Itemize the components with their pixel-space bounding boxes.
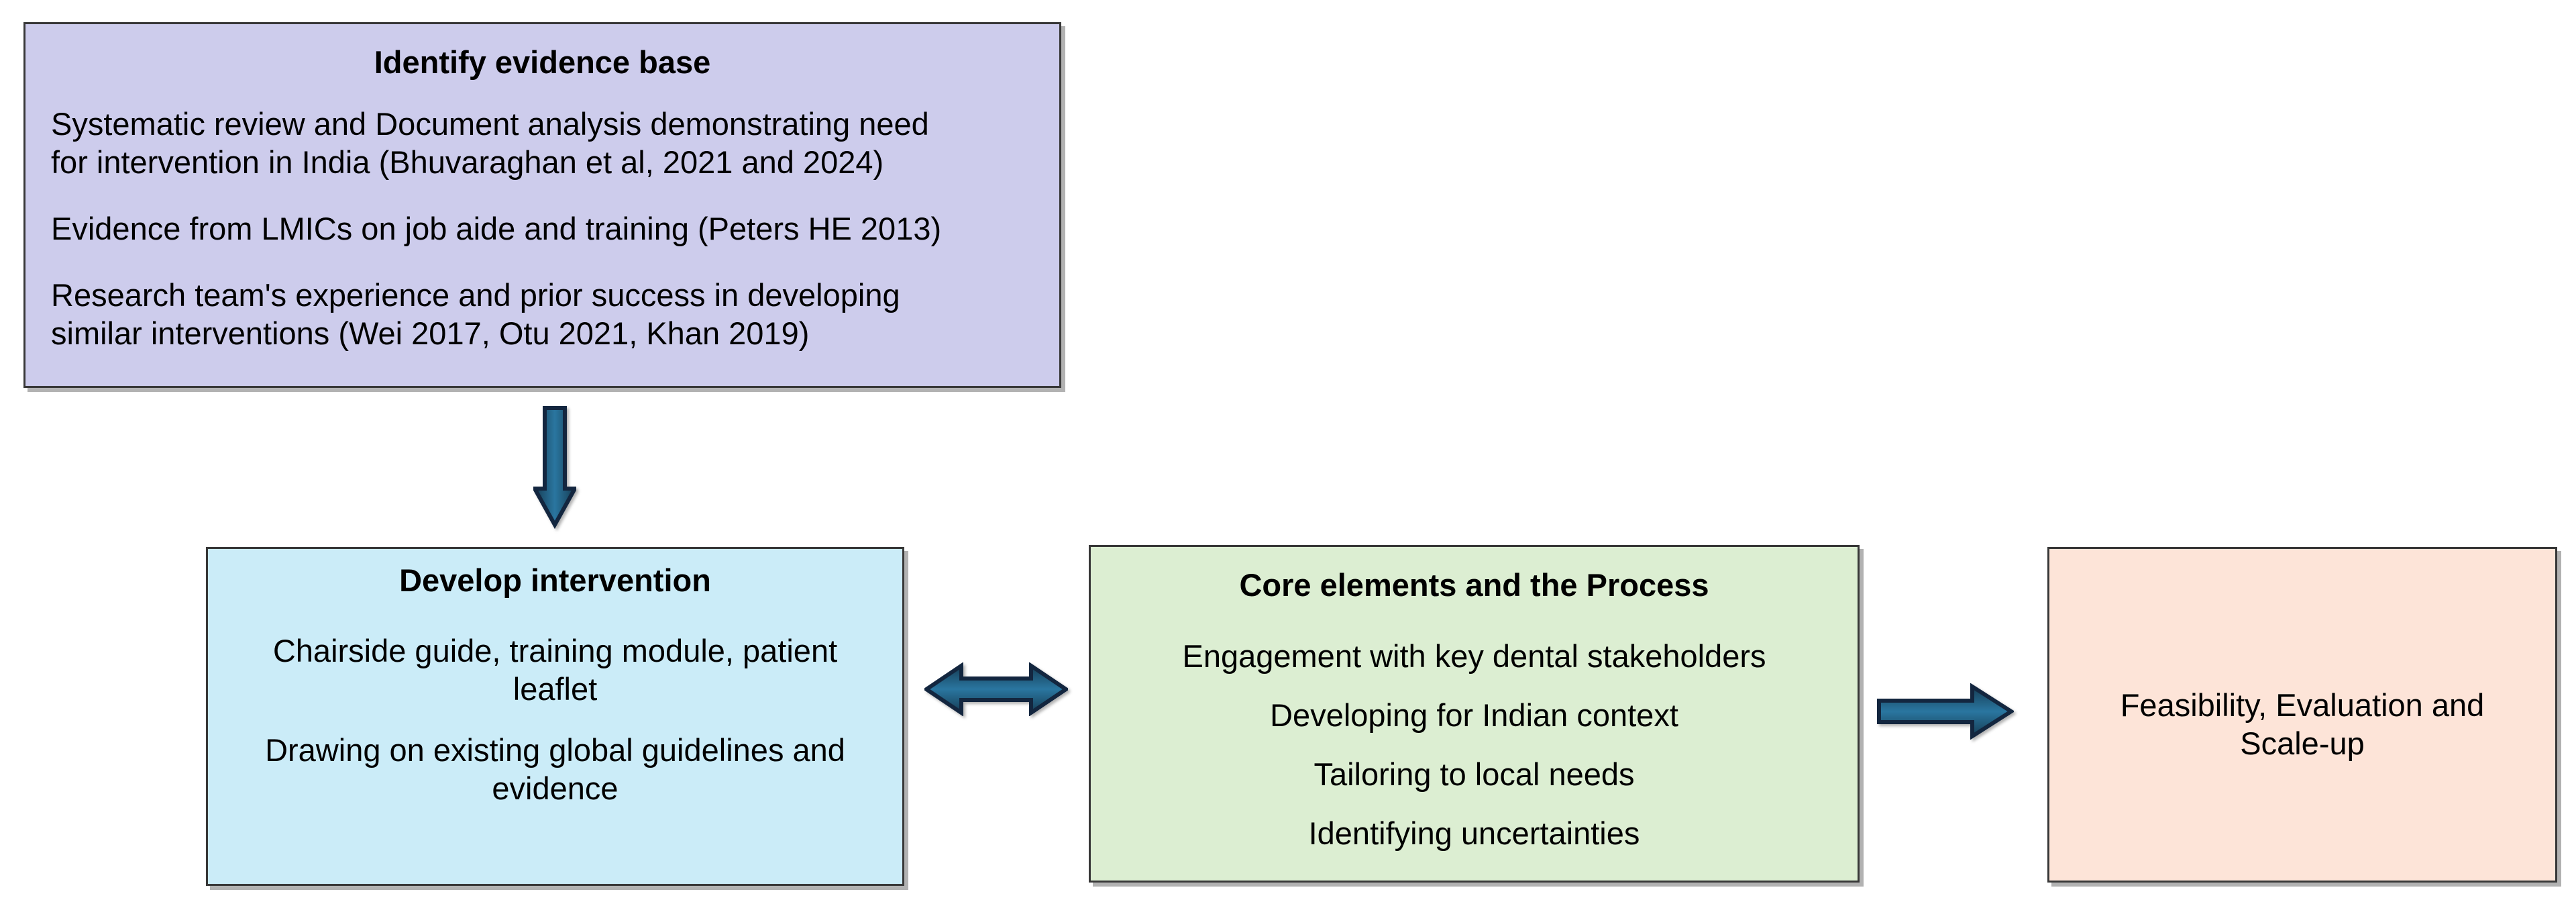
paragraph-line: similar interventions (Wei 2017, Otu 202…	[51, 315, 810, 351]
paragraph-line: Chairside guide, training module, patien…	[272, 633, 838, 668]
paragraph-line: Systematic review and Document analysis …	[51, 106, 929, 142]
right-arrow-icon	[1877, 683, 2014, 740]
paragraph-line: Research team's experience and prior suc…	[51, 277, 900, 313]
down-arrow-icon	[533, 406, 576, 529]
box-title: Develop intervention	[399, 562, 711, 598]
box-feasibility-evaluation-scaleup: Feasibility, Evaluation and Scale-up	[2047, 547, 2557, 883]
develop-paragraph-2: Drawing on existing global guidelines an…	[228, 731, 882, 807]
develop-paragraph-1: Chairside guide, training module, patien…	[228, 632, 882, 708]
box-title: Core elements and the Process	[1239, 567, 1709, 603]
paragraph-line: Evidence from LMICs on job aide and trai…	[51, 211, 942, 246]
paragraph-line: for intervention in India (Bhuvaraghan e…	[51, 144, 884, 180]
core-item: Engagement with key dental stakeholders	[1182, 638, 1766, 674]
paragraph-line: evidence	[492, 770, 619, 806]
box-identify-evidence-base: Identify evidence base Systematic review…	[23, 22, 1061, 388]
core-item: Tailoring to local needs	[1313, 756, 1635, 792]
evidence-paragraph-3: Research team's experience and prior suc…	[51, 276, 1034, 352]
box-title: Identify evidence base	[374, 44, 711, 80]
feasibility-label-line: Feasibility, Evaluation and	[2120, 687, 2485, 723]
core-item: Developing for Indian context	[1270, 697, 1678, 733]
box-core-elements-process: Core elements and the Process Engagement…	[1089, 545, 1860, 883]
feasibility-label-line: Scale-up	[2240, 725, 2365, 761]
box-develop-intervention: Develop intervention Chairside guide, tr…	[206, 547, 904, 886]
paragraph-line: leaflet	[513, 671, 598, 707]
evidence-paragraph-2: Evidence from LMICs on job aide and trai…	[51, 209, 1034, 248]
core-item: Identifying uncertainties	[1308, 815, 1640, 851]
paragraph-line: Drawing on existing global guidelines an…	[265, 732, 845, 768]
evidence-paragraph-1: Systematic review and Document analysis …	[51, 105, 1034, 181]
left-right-arrow-icon	[924, 662, 1068, 716]
